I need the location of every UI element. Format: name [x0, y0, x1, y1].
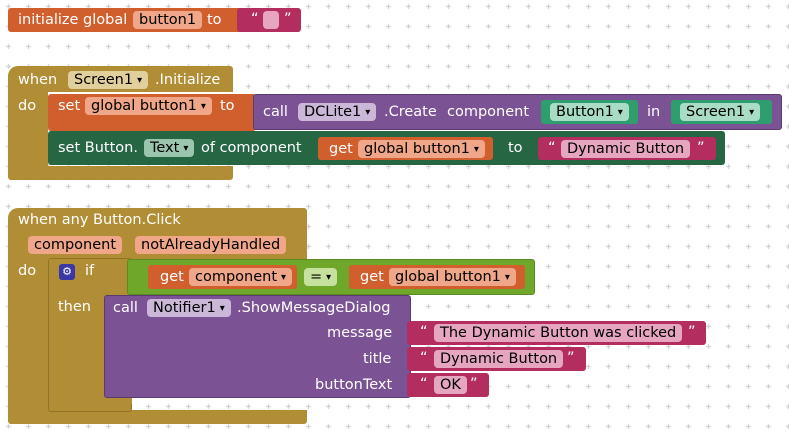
get-global-var-dropdown[interactable]: global button1▾ — [358, 140, 485, 158]
get1-keyword: get — [160, 269, 184, 285]
button-close-quote: ” — [470, 376, 478, 392]
global-button1-compare-dropdown[interactable]: global button1▾ — [389, 268, 516, 286]
click-event-header: when any Button.Click — [18, 212, 181, 228]
set-button-label: set Button. — [58, 140, 138, 156]
when-keyword: when — [18, 72, 58, 88]
button1-component-dropdown[interactable]: Button1▾ — [550, 103, 629, 121]
empty-text-value[interactable] — [263, 11, 279, 29]
button-open-quote: “ — [420, 376, 428, 392]
dynamic-close-quote: ” — [697, 140, 705, 156]
title-arg-label: title — [363, 351, 392, 367]
notifier-call-keyword: call — [113, 300, 138, 316]
any-button-click-footer — [8, 410, 307, 424]
button-text-arg-label: buttonText — [315, 377, 393, 393]
create-method-label: .Create — [384, 104, 437, 120]
component-arg-label: component — [447, 104, 530, 120]
notifier1-dropdown[interactable]: Notifier1▾ — [147, 299, 231, 317]
component-param[interactable]: component — [28, 236, 123, 254]
get2-keyword: get — [360, 269, 384, 285]
init-to: to — [207, 12, 222, 28]
in-arg-label: in — [647, 104, 661, 120]
title-text-value[interactable]: Dynamic Button — [434, 350, 564, 368]
empty-close-quote: ” — [284, 11, 292, 27]
if-keyword: if — [85, 263, 95, 279]
initialize-event-label: .Initialize — [155, 72, 221, 88]
dclite1-dropdown[interactable]: DCLite1▾ — [298, 103, 377, 121]
text-property-dropdown[interactable]: Text▾ — [144, 139, 195, 157]
show-message-dialog-label: .ShowMessageDialog — [237, 300, 391, 316]
message-close-quote: ” — [688, 324, 696, 340]
do-keyword: do — [18, 98, 37, 114]
init-var-name[interactable]: button1 — [133, 11, 203, 29]
call-keyword: call — [263, 104, 288, 120]
screen1-dropdown[interactable]: Screen1▾ — [68, 71, 149, 89]
set-keyword: set — [58, 98, 81, 114]
gear-icon[interactable]: ⚙ — [59, 264, 75, 280]
set-to-keyword: to — [220, 98, 235, 114]
equals-operator-dropdown[interactable]: =▾ — [304, 268, 338, 286]
set-text-to-keyword: to — [508, 140, 523, 156]
title-close-quote: ” — [567, 350, 575, 366]
component-var-dropdown[interactable]: component▾ — [189, 268, 293, 286]
get-keyword: get — [329, 141, 353, 157]
message-arg-label: message — [327, 325, 393, 341]
dynamic-button-value[interactable]: Dynamic Button — [561, 140, 691, 158]
dynamic-open-quote: “ — [548, 140, 556, 156]
empty-open-quote: “ — [251, 11, 259, 27]
init-keyword: initialize global — [18, 12, 128, 28]
message-open-quote: “ — [420, 324, 428, 340]
of-component-label: of component — [201, 140, 302, 156]
any-button-click-spine — [8, 258, 48, 418]
button-text-value[interactable]: OK — [434, 376, 467, 394]
not-already-handled-param[interactable]: notAlreadyHandled — [135, 236, 287, 254]
title-open-quote: “ — [420, 350, 428, 366]
message-text-value[interactable]: The Dynamic Button was clicked — [434, 324, 683, 342]
click-do-keyword: do — [18, 263, 37, 279]
set-global-var-dropdown[interactable]: global button1▾ — [85, 97, 212, 115]
screen-initialize-footer — [8, 166, 233, 180]
screen1-component-dropdown[interactable]: Screen1▾ — [680, 103, 761, 121]
then-keyword: then — [58, 299, 91, 315]
